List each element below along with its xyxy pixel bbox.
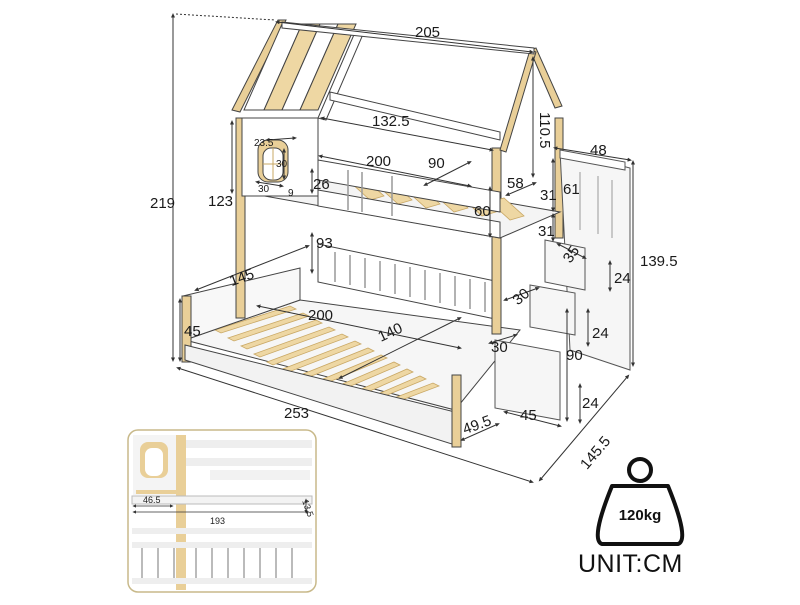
dim-top-guard-length: 58	[507, 175, 524, 192]
upper-post-front-left	[235, 117, 246, 319]
roof	[231, 19, 563, 153]
dim-top-bed-height: 60	[474, 203, 491, 220]
upper-post-front-right	[491, 147, 502, 335]
dim-step-top-depth: 31	[540, 187, 557, 204]
dim-foot-gap: 49.5	[460, 412, 493, 438]
dim-step-24-c: 24	[582, 395, 599, 412]
dim-step-30-b: 30	[491, 339, 508, 356]
dim-step-35: 35	[560, 243, 583, 266]
dim-stair-base: 45	[520, 407, 537, 424]
dim-lower-guard-height: 93	[316, 235, 333, 252]
dim-lower-frame-height: 45	[184, 323, 201, 340]
dim-total-length: 253	[284, 405, 309, 422]
dim-window-gap: 9	[288, 188, 294, 199]
unit-label: UNIT:CM	[578, 550, 683, 578]
dim-window-width: 23.5	[254, 138, 274, 149]
dim-window-height: 30	[276, 159, 288, 170]
bed-illustration	[181, 19, 631, 448]
inset-label-a: 46.5	[143, 495, 161, 505]
dim-roof-height: 110.5	[536, 112, 553, 148]
dim-step-24-b: 24	[592, 325, 609, 342]
dim-stair-total-height: 139.5	[640, 253, 678, 270]
dim-stair-height: 61	[563, 181, 580, 198]
dim-total-width: 205	[415, 24, 440, 41]
dimension-lines	[171, 13, 635, 484]
inset-detail: 46.5 193 13.5	[127, 429, 317, 593]
weight-capacity-label: 120kg	[619, 507, 662, 524]
dim-upper-frame-height: 123	[208, 193, 233, 210]
roof-planks	[243, 23, 365, 121]
dim-lower-bed-length: 200	[308, 307, 333, 324]
dim-roof-span: 132.5	[372, 113, 410, 130]
dim-step-top-rise: 31	[538, 223, 555, 240]
dim-total-height: 219	[150, 195, 175, 212]
weight-capacity-icon: 120kg	[595, 457, 685, 546]
dim-top-bed-width: 90	[428, 155, 445, 172]
dim-stair-lower-height: 90	[566, 347, 583, 364]
dim-top-rail-height: 26	[313, 176, 330, 193]
dim-window-base: 30	[258, 184, 270, 195]
dim-step-24-a: 24	[614, 270, 631, 287]
dim-top-bed-length: 200	[366, 153, 391, 170]
dim-stair-depth: 48	[590, 142, 607, 159]
dim-total-depth: 145.5	[577, 433, 614, 473]
inset-label-b: 193	[210, 516, 225, 526]
